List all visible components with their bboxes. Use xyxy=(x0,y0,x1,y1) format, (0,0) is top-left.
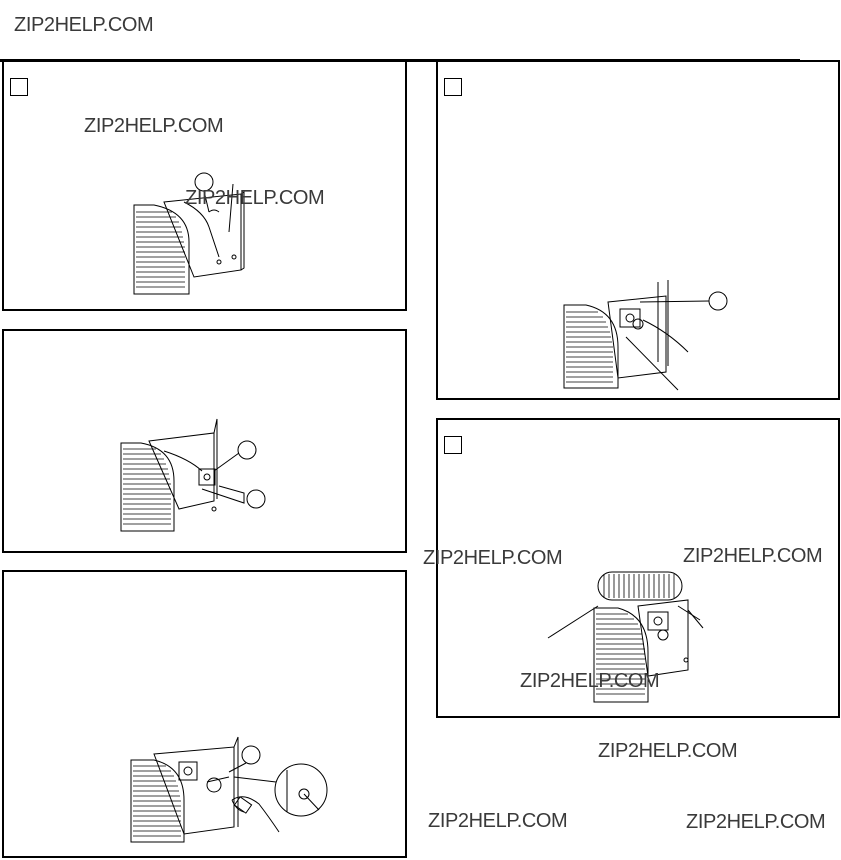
refrigerator-back-illustration xyxy=(4,62,409,313)
step-checkbox xyxy=(444,436,462,454)
watermark-text: ZIP2HELP.COM xyxy=(423,547,563,569)
refrigerator-back-illustration xyxy=(438,420,841,720)
refrigerator-back-illustration xyxy=(438,62,841,402)
watermark-text: ZIP2HELP.COM xyxy=(598,740,738,762)
header-watermark: ZIP2HELP.COM xyxy=(14,14,154,36)
figure-panel-1 xyxy=(2,60,407,311)
watermark-text: ZIP2HELP.COM xyxy=(683,545,823,567)
watermark-text: ZIP2HELP.COM xyxy=(686,811,826,833)
step-checkbox xyxy=(10,78,28,96)
watermark-text: ZIP2HELP.COM xyxy=(84,115,224,137)
refrigerator-back-illustration xyxy=(4,572,409,860)
refrigerator-back-illustration xyxy=(4,331,409,555)
watermark-text: ZIP2HELP.COM xyxy=(520,670,660,692)
figure-panel-2 xyxy=(2,329,407,553)
step-checkbox xyxy=(444,78,462,96)
watermark-text: ZIP2HELP.COM xyxy=(428,810,568,832)
figure-panel-4 xyxy=(436,60,840,400)
figure-panel-5 xyxy=(436,418,840,718)
watermark-text: ZIP2HELP.COM xyxy=(185,187,325,209)
figure-panel-3 xyxy=(2,570,407,858)
